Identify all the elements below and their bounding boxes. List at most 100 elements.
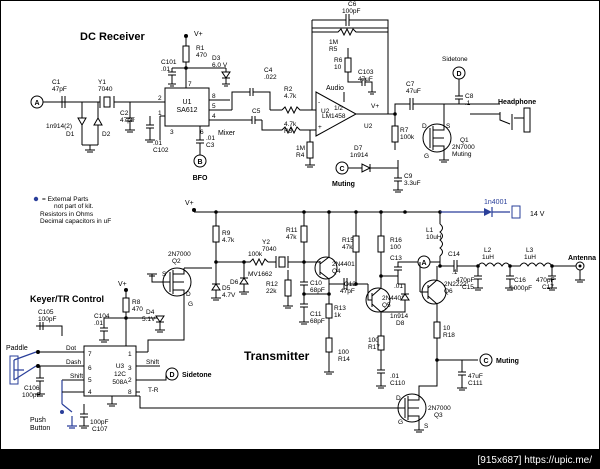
resistor-r13	[325, 303, 333, 319]
svg-text:2: 2	[128, 377, 132, 384]
zener-d4	[155, 315, 165, 323]
svg-text:D45.1V: D45.1V	[142, 309, 156, 323]
svg-text:D2: D2	[102, 131, 111, 138]
svg-text:U2: U2	[364, 123, 373, 130]
svg-text:G: G	[424, 153, 429, 160]
ic-u3-12c508a	[83, 345, 137, 397]
diode-d8	[400, 293, 410, 301]
varactor-d6	[239, 277, 249, 285]
svg-text:D: D	[186, 291, 191, 298]
svg-text:6: 6	[200, 129, 204, 136]
svg-text:8: 8	[212, 93, 216, 100]
svg-text:1: 1	[128, 351, 132, 358]
label-tr: T-R	[148, 387, 159, 394]
resistor-r14	[325, 337, 333, 353]
svg-text:1n914(2)D1: 1n914(2)D1	[46, 123, 75, 138]
ic-u1-sa612	[164, 87, 210, 127]
svg-text:MV1662: MV1662	[248, 271, 273, 278]
svg-text:S: S	[446, 123, 451, 130]
label-dot: Dot	[66, 345, 76, 352]
svg-text:+: +	[318, 124, 322, 131]
svg-text:2: 2	[158, 95, 162, 102]
svg-text:C8.1: C8.1	[465, 93, 474, 107]
resistor-r8	[122, 297, 130, 313]
resistor-r4	[306, 141, 314, 159]
svg-text:5: 5	[88, 377, 92, 384]
svg-text:D: D	[396, 395, 401, 402]
svg-text:6: 6	[88, 365, 92, 372]
label-paddle: Paddle	[6, 345, 28, 352]
svg-text:1n4001: 1n4001	[484, 199, 507, 206]
svg-text:3: 3	[170, 129, 174, 136]
svg-text:U2: U2	[321, 108, 330, 115]
svg-text:A: A	[421, 260, 426, 267]
diode-d1	[77, 117, 87, 127]
svg-text:Sidetone: Sidetone	[442, 56, 468, 63]
label-muting-rx: Muting	[332, 181, 355, 188]
node-a-label: A	[34, 100, 39, 107]
watermark: [915x687] https://upic.me/	[477, 455, 592, 466]
resistor-r1	[182, 45, 190, 63]
svg-text:S: S	[424, 423, 429, 430]
svg-text:C104.01: C104.01	[94, 313, 110, 327]
svg-text:D36.0 V: D36.0 V	[212, 55, 228, 69]
svg-text:not part of kit.: not part of kit.	[54, 203, 94, 210]
node-c-muting-tx	[479, 353, 493, 367]
svg-text:C: C	[339, 166, 344, 173]
resistor-r12	[284, 279, 292, 297]
zener-d5	[211, 283, 221, 291]
node-d-sidetone-keyer	[165, 367, 179, 381]
svg-text:3: 3	[128, 365, 132, 372]
svg-text:C5: C5	[252, 108, 261, 115]
svg-text:V+: V+	[118, 281, 127, 288]
label-dash: Dash	[66, 359, 82, 366]
svg-text:.01: .01	[394, 283, 403, 290]
opamp-u2-lm1458	[315, 91, 358, 137]
diode-d2	[93, 116, 103, 126]
resistor-r7	[391, 125, 399, 143]
svg-text:V+: V+	[371, 103, 379, 110]
svg-text:C4.022: C4.022	[264, 67, 277, 81]
resistor-r6	[344, 57, 352, 73]
resistor-r11	[300, 225, 308, 243]
node-b-bfo	[193, 154, 207, 168]
resistor-r18	[433, 321, 441, 339]
svg-text:V+: V+	[185, 200, 194, 207]
svg-text:7: 7	[88, 351, 92, 358]
label-audio: Audio	[326, 85, 344, 92]
svg-text:7: 7	[188, 81, 192, 88]
svg-text:R24.7k: R24.7k	[284, 86, 297, 100]
label-sidetone: Sidetone	[182, 372, 212, 379]
title-dc-receiver: DC Receiver	[80, 31, 146, 43]
label-headphone: Headphone	[498, 99, 536, 106]
svg-text:Resistors in Ohms: Resistors in Ohms	[40, 211, 94, 218]
